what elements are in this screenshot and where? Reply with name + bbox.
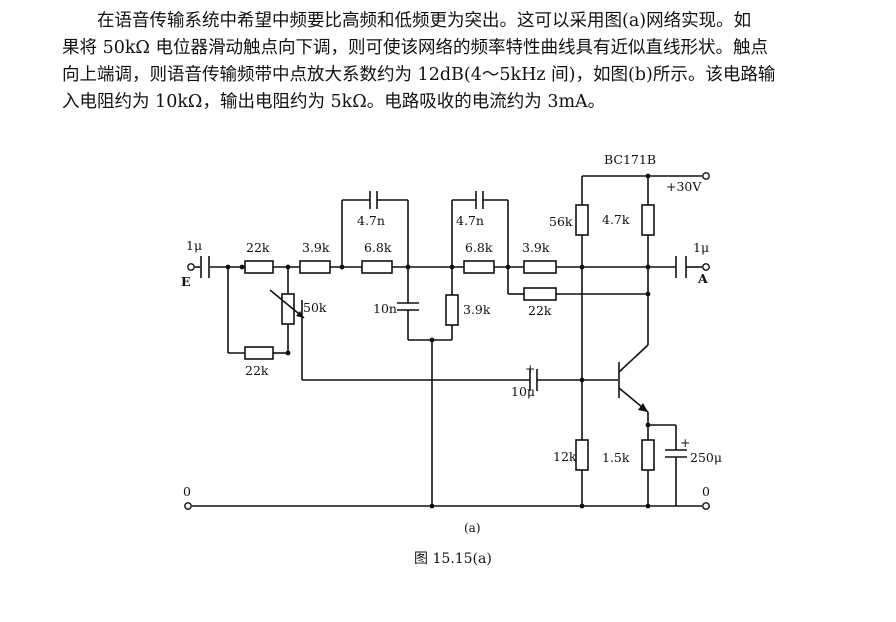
resistor-22k-top (244, 260, 274, 274)
resistor-3.9k-mid (445, 294, 459, 326)
resistor-56k (575, 204, 589, 236)
description-paragraph: 在语音传输系统中希望中频要比高频和低频更为突出。这可以采用图(a)网络实现。如 … (62, 8, 888, 116)
label-r15k: 1.5k (602, 450, 630, 465)
output-terminal (702, 263, 710, 271)
label-c10u-plus: + (525, 361, 535, 376)
figure-caption: 图 15.15(a) (414, 551, 492, 567)
label-ground-left: 0 (183, 484, 191, 499)
paragraph-line-1: 在语音传输系统中希望中频要比高频和低频更为突出。这可以采用图(a)网络实现。如 (97, 11, 752, 31)
label-r22k-top: 22k (246, 240, 270, 255)
label-input-cap: 1μ (186, 238, 202, 253)
resistor-3.9k-left (299, 260, 331, 274)
label-r12k: 12k (553, 449, 577, 464)
label-c250u: 250μ (690, 450, 722, 465)
label-ground-right: 0 (702, 484, 710, 499)
transistor-bc171b (618, 344, 649, 413)
label-output-terminal: A (697, 271, 708, 286)
label-c47-right: 4.7n (456, 213, 484, 228)
label-c10u: 10μ (511, 384, 535, 399)
subfigure-label: (a) (464, 521, 481, 535)
label-c250u-plus: + (680, 435, 690, 450)
resistor-1.5k (641, 439, 655, 471)
paragraph-line-2: 果将 50kΩ 电位器滑动触点向下调，则可使该网络的频率特性曲线具有近似直线形状… (62, 38, 769, 58)
resistor-6.8k-left (361, 260, 393, 274)
label-r39-right: 3.9k (522, 240, 550, 255)
paragraph-line-4: 入电阻约为 10kΩ，输出电阻约为 5kΩ。电路吸收的电流约为 3mA。 (62, 92, 606, 112)
label-transistor: BC171B (604, 152, 656, 167)
label-c10n: 10n (373, 301, 397, 316)
resistor-22k-feedback (523, 287, 557, 301)
label-r68-left: 6.8k (364, 240, 392, 255)
label-c47-left: 4.7n (357, 213, 385, 228)
label-r56k: 56k (549, 214, 573, 229)
label-r39-left: 3.9k (302, 240, 330, 255)
label-r22k-bottom: 22k (245, 363, 269, 378)
label-r39-mid: 3.9k (463, 302, 491, 317)
label-supply: +30V (666, 179, 702, 194)
input-capacitor (200, 256, 210, 278)
paragraph-line-3: 向上端调，则语音传输频带中点放大系数约为 12dB(4～5kHz 间)，如图(b… (62, 65, 776, 85)
resistor-3.9k-right (523, 260, 557, 274)
label-pot: 50k (303, 300, 327, 315)
input-terminal (187, 263, 195, 271)
label-r47k: 4.7k (602, 212, 630, 227)
resistor-4.7k (641, 204, 655, 236)
label-output-cap: 1μ (693, 240, 709, 255)
label-r68-right: 6.8k (465, 240, 493, 255)
label-r22k-feedback: 22k (528, 303, 552, 318)
resistor-6.8k-right (463, 260, 495, 274)
label-input-terminal: E (181, 274, 191, 289)
supply-terminal (702, 172, 710, 180)
resistor-12k (575, 439, 589, 471)
resistor-22k-bottom (244, 346, 274, 360)
